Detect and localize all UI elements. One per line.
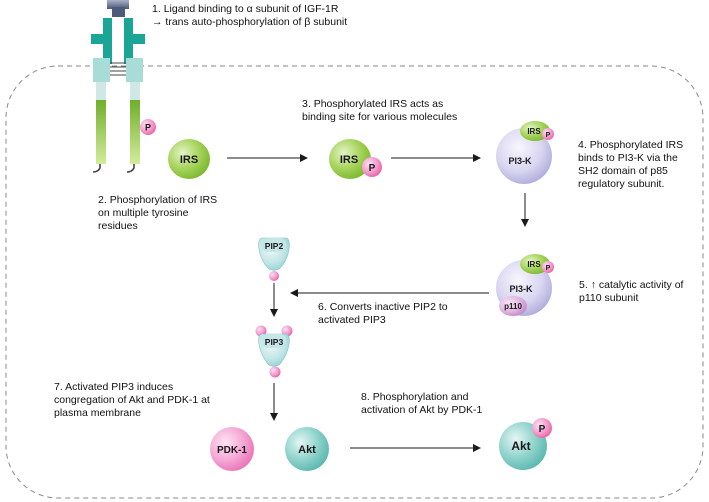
step-number: 4. bbox=[578, 139, 587, 151]
pip2-label: PIP2 bbox=[265, 241, 284, 251]
step-line: congregation of Akt and PDK-1 at bbox=[54, 394, 210, 406]
step-line: 8. Phosphorylation and bbox=[361, 391, 482, 404]
step-8-text: 8. Phosphorylation and activation of Akt… bbox=[361, 391, 482, 417]
step-number: 5. bbox=[579, 279, 588, 291]
step-line: activation of Akt by PDK-1 bbox=[361, 404, 483, 416]
receptor-phospho-label: P bbox=[145, 123, 151, 133]
step-line: activated PIP3 bbox=[318, 314, 386, 326]
step-number: 3. bbox=[302, 98, 311, 110]
step-line: 1. Ligand binding to α subunit of IGF-1R bbox=[152, 3, 347, 16]
step-number: 6. bbox=[318, 301, 327, 313]
phospho-label: P bbox=[546, 132, 551, 139]
akt-molecule: Akt bbox=[285, 427, 329, 471]
pdk1-label: PDK-1 bbox=[217, 445, 247, 456]
step-5-text: 5. ↑ catalytic activity of p110 subunit bbox=[579, 279, 683, 305]
step-7-text: 7. Activated PIP3 induces congregation o… bbox=[54, 381, 210, 420]
irs-label: IRS bbox=[527, 260, 541, 269]
irs-label: IRS bbox=[527, 127, 541, 136]
step-line: plasma membrane bbox=[54, 407, 141, 419]
step-line: on multiple tyrosine bbox=[98, 207, 189, 219]
step-2-text: 2. Phosphorylation of IRS on multiple ty… bbox=[98, 194, 217, 233]
step-number: 7. bbox=[54, 381, 63, 393]
step-line-text: ↑ catalytic activity of bbox=[590, 279, 684, 291]
phospho-label: P bbox=[546, 265, 551, 272]
step-line: SH2 domain of p85 bbox=[578, 165, 668, 177]
step-line: 7. Activated PIP3 induces bbox=[54, 381, 210, 394]
step-4-text: 4. Phosphorylated IRS binds to PI3-K via… bbox=[578, 139, 683, 191]
step-line: residues bbox=[98, 220, 138, 232]
phosphorylated-irs: IRS P bbox=[329, 139, 382, 179]
step-line-text: Activated PIP3 induces bbox=[65, 381, 174, 393]
step-line-text: Ligand binding to α subunit of IGF-1R bbox=[163, 3, 339, 15]
akt-label: Akt bbox=[298, 444, 316, 456]
step-number: 1. bbox=[152, 3, 161, 15]
pip3-molecule: PIP3 bbox=[255, 325, 293, 378]
step-line-text: Phosphorylated IRS acts as bbox=[313, 98, 444, 110]
step-line: binds to PI3-K via the bbox=[578, 152, 678, 164]
pi3k-irs-complex: PI3-K IRS P bbox=[496, 121, 554, 184]
step-line: 5. ↑ catalytic activity of bbox=[579, 279, 683, 292]
pi3k-label: PI3-K bbox=[508, 156, 532, 166]
step-line: binding site for various molecules bbox=[302, 111, 458, 123]
step-line-text: Phosphorylated IRS bbox=[589, 139, 684, 151]
step-number: 2. bbox=[98, 194, 107, 206]
p110-label: p110 bbox=[504, 302, 522, 311]
step-line-text: Phosphorylation of IRS bbox=[109, 194, 218, 206]
phospho-label: P bbox=[539, 424, 546, 435]
step-3-text: 3. Phosphorylated IRS acts as binding si… bbox=[302, 98, 457, 124]
step-line: 2. Phosphorylation of IRS bbox=[98, 194, 217, 207]
ligand-icon bbox=[107, 0, 129, 17]
pdk1-molecule: PDK-1 bbox=[210, 427, 254, 471]
step-line: p110 subunit bbox=[579, 292, 639, 304]
akt-label: Akt bbox=[511, 439, 530, 453]
phosphorylated-akt: Akt P bbox=[499, 418, 552, 470]
step-line-text: Phosphorylation and bbox=[372, 391, 469, 403]
irs-label: IRS bbox=[340, 154, 358, 166]
irs-label: IRS bbox=[180, 154, 198, 166]
irs-molecule: IRS bbox=[168, 139, 210, 179]
step-line: 3. Phosphorylated IRS acts as bbox=[302, 98, 457, 111]
phospho-label: P bbox=[369, 163, 376, 174]
step-line-text: Converts inactive PIP2 to bbox=[329, 301, 448, 313]
step-line: 6. Converts inactive PIP2 to bbox=[318, 301, 448, 314]
igf1r-receptor-icon: P bbox=[91, 0, 156, 173]
pi3k-label: PI3-K bbox=[509, 284, 533, 294]
plasma-membrane-outline bbox=[5, 65, 704, 499]
step-number: 8. bbox=[361, 391, 370, 403]
pip2-molecule: PIP2 bbox=[258, 237, 290, 281]
step-1-text: 1. Ligand binding to α subunit of IGF-1R… bbox=[152, 3, 347, 29]
step-line: 4. Phosphorylated IRS bbox=[578, 139, 683, 152]
pi3k-p110-complex: PI3-K IRS P p110 bbox=[496, 254, 554, 316]
step-6-text: 6. Converts inactive PIP2 to activated P… bbox=[318, 301, 448, 327]
step-line: regulatory subunit. bbox=[578, 178, 665, 190]
pip3-label: PIP3 bbox=[265, 337, 284, 347]
step-line: → trans auto-phosphorylation of β subuni… bbox=[152, 16, 348, 28]
